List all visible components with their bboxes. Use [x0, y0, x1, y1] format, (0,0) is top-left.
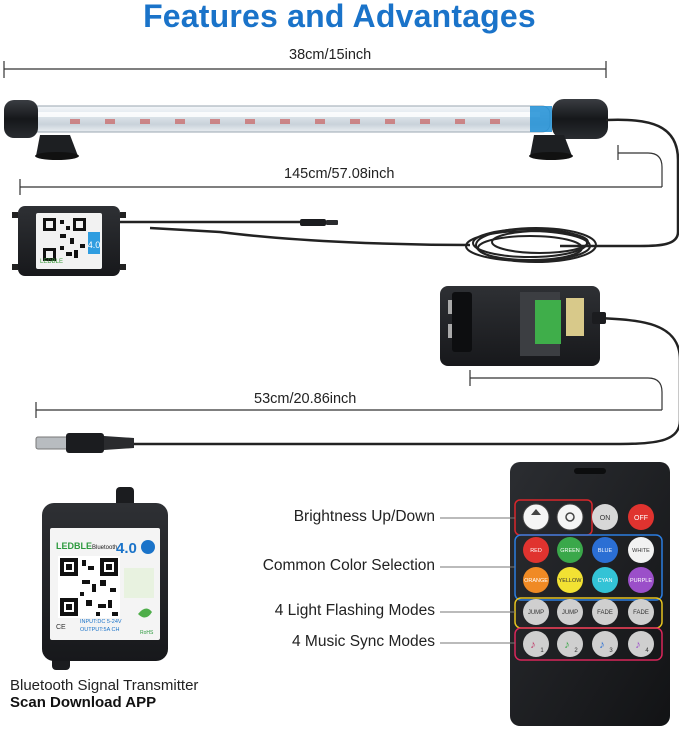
- brightness-buttons: [522, 503, 584, 531]
- light-bar-dimension-line: [3, 61, 607, 78]
- svg-text:OFF: OFF: [634, 515, 648, 522]
- dc-plug: [35, 433, 134, 453]
- music-note-icon: ♪: [530, 639, 536, 651]
- svg-text:ORANGE: ORANGE: [524, 578, 548, 584]
- svg-text:4.0: 4.0: [116, 540, 137, 557]
- coiled-cable: [465, 227, 597, 263]
- svg-text:Bluetooth: Bluetooth: [92, 545, 117, 551]
- color-button-white: [628, 537, 654, 563]
- music-modes-frame: [514, 627, 663, 661]
- svg-text:FADE: FADE: [633, 610, 649, 616]
- svg-text:1: 1: [540, 648, 544, 654]
- svg-text:JUMP: JUMP: [528, 610, 544, 616]
- callout-color-selection: Common Color Selection: [262, 557, 435, 574]
- svg-text:LEDBLE: LEDBLE: [40, 259, 63, 265]
- svg-text:LEDBLE: LEDBLE: [56, 541, 92, 551]
- music-note-icon: ♪: [564, 639, 570, 651]
- transmitter-caption-app: Scan Download APP: [10, 694, 157, 711]
- remote-off-button: [628, 504, 654, 530]
- cable-length-label: 145cm/57.08inch: [284, 166, 395, 182]
- color-button-blue: [592, 537, 618, 563]
- svg-text:YELLOW: YELLOW: [559, 578, 583, 584]
- svg-text:JUMP: JUMP: [562, 610, 578, 616]
- color-button-purple: [628, 567, 654, 593]
- callout-music-modes: 4 Music Sync Modes: [292, 633, 435, 650]
- svg-text:CE: CE: [56, 624, 66, 631]
- color-button-green: [557, 537, 583, 563]
- svg-text:3: 3: [609, 648, 613, 654]
- controller-box: 4.0 LEDBLE: [12, 206, 338, 276]
- bluetooth-transmitter: LEDBLE Bluetooth 4.0 CE INPUT:DC 5-24V O…: [42, 487, 168, 670]
- svg-text:ON: ON: [600, 515, 611, 522]
- svg-text:RoHS: RoHS: [140, 630, 154, 636]
- adapter-dimension-line: [35, 370, 663, 418]
- page-title: Features and Advantages: [143, 0, 536, 34]
- svg-text:BLUE: BLUE: [598, 548, 613, 554]
- svg-text:INPUT:DC 5-24V: INPUT:DC 5-24V: [80, 619, 122, 625]
- svg-text:OUTPUT:5A CH: OUTPUT:5A CH: [80, 627, 119, 633]
- callout-flashing-modes: 4 Light Flashing Modes: [274, 602, 435, 619]
- svg-text:GREEN: GREEN: [560, 548, 580, 554]
- music-note-icon: ♪: [599, 639, 605, 651]
- flash-mode-buttons: [523, 599, 654, 625]
- svg-text:PURPLE: PURPLE: [630, 578, 652, 584]
- svg-text:4: 4: [645, 648, 649, 654]
- remote-on-button: [592, 504, 618, 530]
- color-button-orange: [523, 567, 549, 593]
- adapter-cable-length-label: 53cm/20.86inch: [254, 391, 357, 407]
- color-button-yellow: [557, 567, 583, 593]
- color-button-cyan: [592, 567, 618, 593]
- svg-text:4.0: 4.0: [88, 240, 101, 250]
- light-bar-length-label: 38cm/15inch: [289, 47, 372, 63]
- svg-text:2: 2: [574, 648, 578, 654]
- music-mode-buttons: [523, 631, 654, 657]
- transmitter-caption: Bluetooth Signal Transmitter: [10, 677, 199, 694]
- svg-text:FADE: FADE: [597, 610, 613, 616]
- cable-dimension-line: [19, 145, 663, 195]
- music-note-icon: ♪: [635, 639, 641, 651]
- power-adapter: [100, 286, 679, 446]
- callout-brightness: Brightness Up/Down: [293, 508, 435, 525]
- svg-text:WHITE: WHITE: [632, 548, 650, 554]
- color-button-red: [523, 537, 549, 563]
- svg-text:CYAN: CYAN: [598, 578, 613, 584]
- led-light-bar: [4, 99, 608, 160]
- svg-text:RED: RED: [530, 548, 542, 554]
